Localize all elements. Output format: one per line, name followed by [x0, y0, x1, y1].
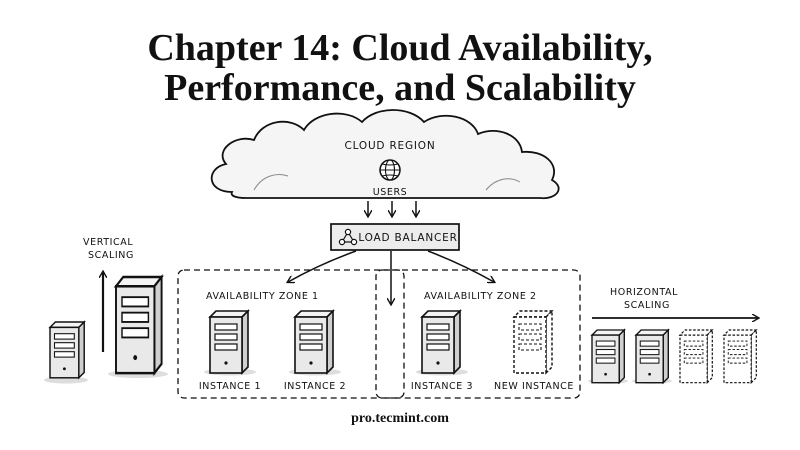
horizontal-scaling: HORIZONTAL SCALING [588, 287, 758, 384]
vertical-scaling: VERTICAL SCALING [44, 237, 168, 384]
availability-zone-1: AVAILABILITY ZONE 1 INSTANCE 1 INSTANCE … [177, 269, 405, 399]
instance-1-label: INSTANCE 1 [199, 381, 261, 392]
title-line-2: Performance, and Scalability [164, 67, 636, 109]
server-small [44, 321, 88, 384]
server-instance-1 [204, 310, 256, 376]
load-balancer-label: LOAD BALANCER [358, 232, 457, 244]
globe-icon [379, 159, 401, 181]
vertical-scaling-label-1: VERTICAL [83, 237, 133, 248]
horizontal-scaling-label-2: SCALING [624, 300, 670, 311]
zone-1-label: AVAILABILITY ZONE 1 [206, 291, 319, 302]
cloud-region-label: CLOUD REGION [344, 140, 435, 152]
zone-2-label: AVAILABILITY ZONE 2 [424, 291, 537, 302]
server-large [108, 275, 168, 378]
new-instance-label: NEW INSTANCE [494, 381, 574, 392]
page-title: Chapter 14: Cloud Availability, Performa… [0, 28, 800, 108]
server-instance-2 [289, 310, 341, 376]
availability-zone-2: AVAILABILITY ZONE 2 INSTANCE 3 NEW INSTA… [375, 269, 581, 399]
distribution-arrows [288, 250, 494, 304]
horizontal-scaling-label-1: HORIZONTAL [610, 287, 678, 298]
user-arrows [368, 201, 416, 216]
vertical-scaling-label-2: SCALING [88, 250, 134, 261]
horizontal-server-1 [588, 329, 628, 384]
instance-2-label: INSTANCE 2 [284, 381, 346, 392]
users-label: USERS [373, 187, 408, 198]
cloud-shape [210, 109, 560, 200]
network-nodes-icon [338, 228, 358, 246]
horizontal-server-4-dashed [723, 329, 757, 384]
footer-source-label: pro.tecmint.com [351, 411, 449, 426]
title-line-1: Chapter 14: Cloud Availability, [147, 27, 653, 69]
cloud-region: CLOUD REGION USERS [210, 109, 560, 200]
horizontal-server-2 [632, 329, 672, 384]
instance-3-label: INSTANCE 3 [411, 381, 473, 392]
server-instance-3 [416, 310, 468, 376]
server-new-instance [513, 310, 553, 374]
load-balancer: LOAD BALANCER [330, 223, 460, 251]
horizontal-server-3-dashed [679, 329, 713, 384]
